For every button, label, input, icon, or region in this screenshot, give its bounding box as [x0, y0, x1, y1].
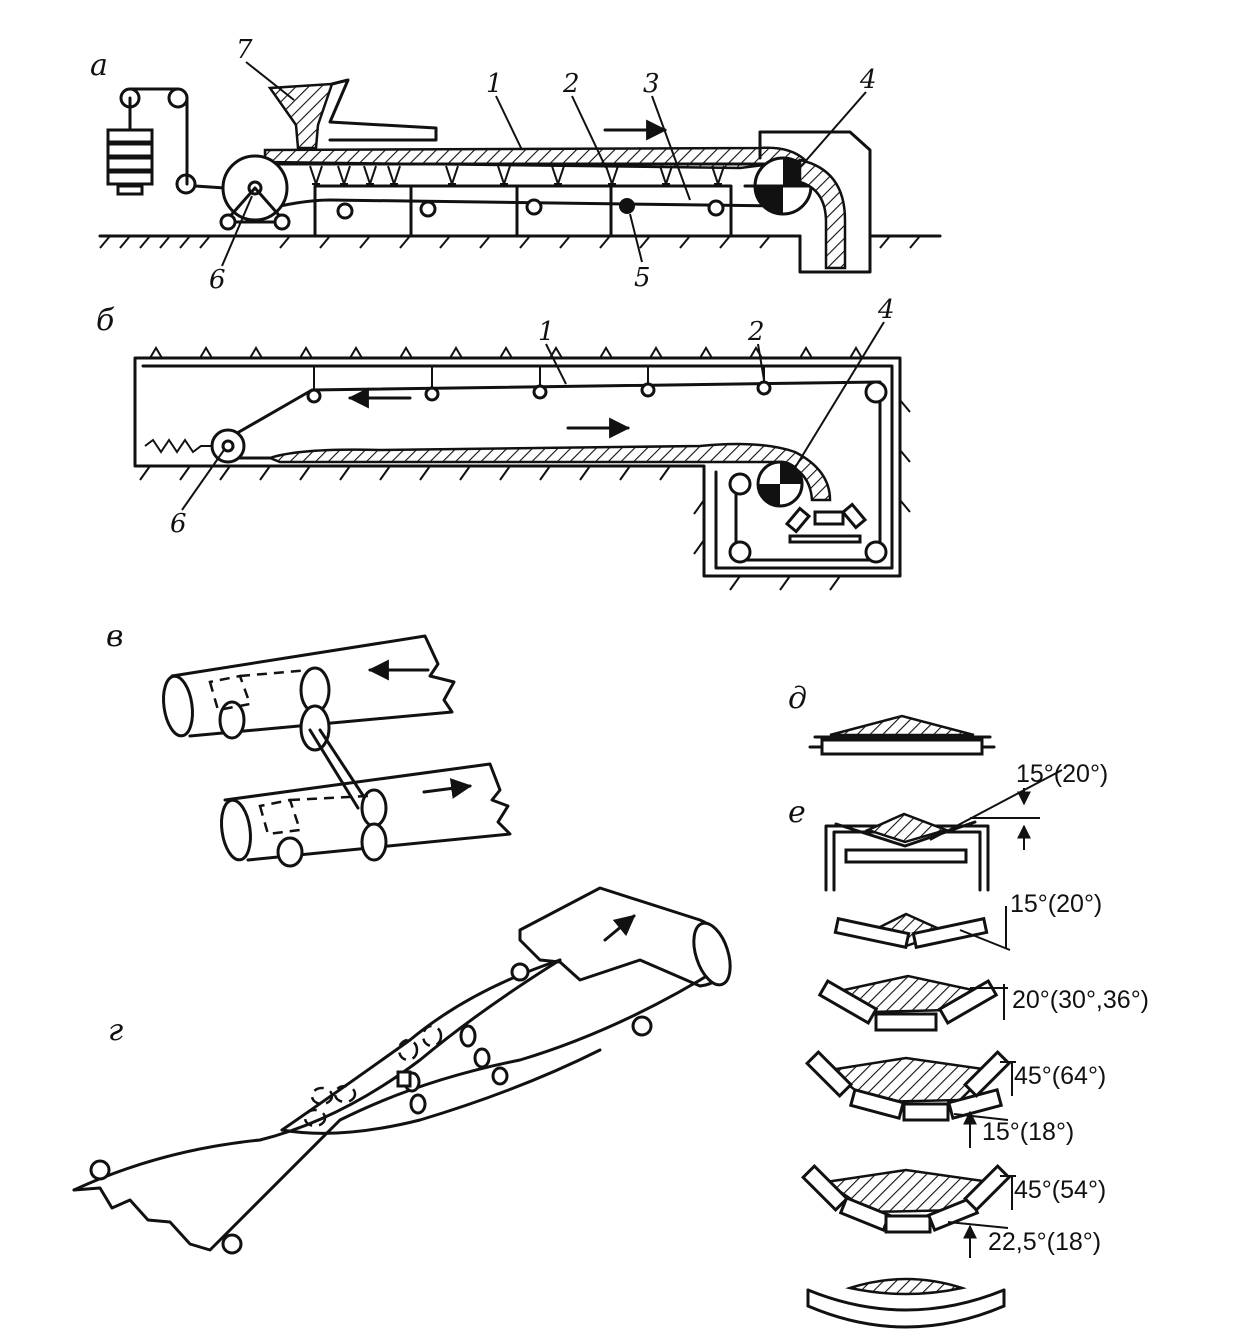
roller-icon: [820, 738, 984, 756]
idlers-g: [89, 962, 653, 1255]
panel-label-a: а: [90, 48, 108, 83]
angle-label-e5b: 22,5°(18°): [988, 1228, 1101, 1256]
hanging-idlers-b: [306, 366, 888, 564]
callout-1: 1: [486, 69, 503, 99]
angle-label-e1: 15°(20°): [1016, 760, 1108, 788]
feed-hopper-a: [267, 78, 438, 150]
twisted-belt-edge-1: [72, 958, 562, 1192]
callouts-b: 1 2 4 6: [170, 295, 895, 539]
callout-7: 7: [236, 35, 253, 65]
callout-b-4: 4: [877, 295, 895, 325]
angle-label-e3: 20°(30°,36°): [1012, 986, 1149, 1014]
tunnel-outline: [133, 346, 911, 591]
panel-label-e: е: [788, 795, 806, 830]
counterweight-tensioner: [106, 87, 227, 196]
idler-e6: [806, 1277, 1006, 1329]
panel-a-belt-conveyor: а: [90, 35, 942, 295]
upper-belt-v: [170, 634, 456, 738]
material-on-belt-b: [266, 442, 832, 502]
panel-label-b: б: [96, 303, 115, 338]
idler-e2: 15°(20°): [833, 890, 1102, 951]
panel-d-flat-idler: д: [788, 681, 996, 756]
callout-4: 4: [859, 65, 877, 95]
tail-drum-b: [144, 428, 246, 464]
twisted-belt-edge-2: [72, 966, 722, 1252]
panel-label-v: в: [106, 619, 123, 654]
angle-label-e4a: 45°(64°): [1014, 1062, 1106, 1090]
callout-2: 2: [562, 69, 580, 99]
panel-label-d: д: [788, 681, 807, 716]
lower-belt-v: [223, 762, 512, 862]
panel-label-g: г: [108, 1013, 123, 1048]
upper-idlers: [309, 165, 725, 188]
panel-v-belt-turn: в: [106, 619, 512, 868]
weight-icon: [106, 128, 154, 144]
panel-g-twisted-belt: г: [72, 886, 732, 1255]
callout-b-2: 2: [747, 317, 765, 347]
ground-a: [98, 234, 942, 249]
idler-e4: 45°(64°) 15°(18°): [804, 1049, 1106, 1148]
callouts-a: 7 1 2 3 4 6 5: [209, 35, 877, 295]
callout-5: 5: [634, 263, 651, 293]
callout-b-6: 6: [170, 509, 187, 539]
callout-3: 3: [643, 69, 660, 99]
discharge-chute-a: [758, 130, 872, 274]
angle-label-e5a: 45°(54°): [1014, 1176, 1106, 1204]
angle-label-e2: 15°(20°): [1010, 890, 1102, 918]
callout-b-1: 1: [538, 317, 555, 347]
callout-6: 6: [209, 265, 226, 295]
angle-label-e4b: 15°(18°): [982, 1118, 1074, 1146]
tail-drum-a: [219, 154, 291, 231]
idler-e3: 20°(30°,36°): [817, 974, 1149, 1032]
idler-e5: 45°(54°) 22,5°(18°): [800, 1163, 1106, 1258]
idler-e1: 15°(20°): [824, 760, 1108, 892]
return-idlers: [336, 198, 725, 220]
panel-b-mine-conveyor: б: [96, 295, 911, 591]
panel-e-troughed-idlers: е 15°(20°) 15°(20°): [788, 760, 1149, 1329]
